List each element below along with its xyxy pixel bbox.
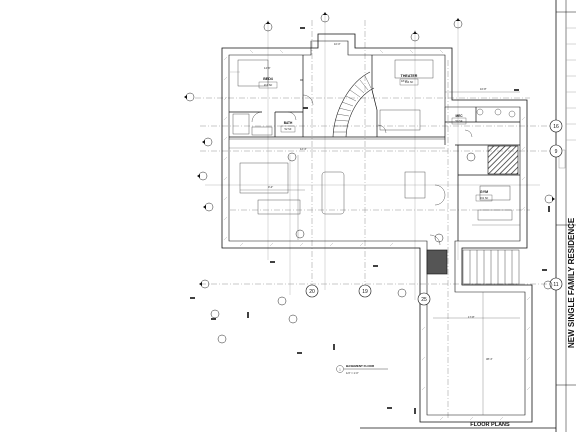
svg-text:9'-0": 9'-0" <box>268 185 273 189</box>
room-area: 331 SF <box>480 196 489 200</box>
grid-bubble-label: 25 <box>421 297 427 303</box>
titleblock-rev-boxes <box>566 27 576 141</box>
room-area: 52 SF <box>285 127 292 131</box>
grid-bubbles <box>305 119 563 306</box>
grid-bubble-label: 19 <box>362 289 368 295</box>
drawing-title: 1 BASEMENT FLOOR 1/4" = 1'-0" <box>336 364 388 375</box>
room-name: THEATER <box>401 74 418 78</box>
svg-text:14'-6": 14'-6" <box>264 66 271 70</box>
grid-bubble-19 <box>358 284 372 298</box>
title-block: NEW SINGLE FAMILY RESIDENCE FLOOR PLANS <box>470 217 576 428</box>
interior-walls <box>229 55 520 241</box>
room-name: GYM <box>480 190 488 194</box>
room-area: 217 SF <box>264 83 273 87</box>
exterior-walls <box>221 33 533 423</box>
svg-text:12'-4": 12'-4" <box>300 147 307 151</box>
svg-text:18'-0": 18'-0" <box>401 79 408 83</box>
dimensions <box>229 91 520 415</box>
svg-text:10'-0": 10'-0" <box>334 42 341 46</box>
grid-bubble-16 <box>549 119 563 133</box>
grid-bubble-9 <box>549 144 563 158</box>
project-name: NEW SINGLE FAMILY RESIDENCE <box>567 217 576 348</box>
room-area: 344 SF <box>405 80 414 84</box>
drawing-label: BASEMENT FLOOR <box>346 364 375 368</box>
tag-marks <box>190 27 550 414</box>
grid-bubble-label: 11 <box>553 282 558 288</box>
room-name: BED4 <box>263 77 273 81</box>
grid-bubble-label: 9 <box>555 149 558 155</box>
furniture <box>232 59 516 221</box>
straight-stair <box>462 249 520 285</box>
svg-text:16'-8": 16'-8" <box>480 87 487 91</box>
room-name: MEC <box>455 114 463 118</box>
storage-hatch <box>487 145 519 175</box>
room-name: BATH <box>284 121 293 125</box>
elevator-shaft <box>426 249 448 275</box>
room-area: 50 SF <box>456 119 463 123</box>
drawing-scale: 1/4" = 1'-0" <box>346 371 359 375</box>
room-labels: BED4 217 SF BATH 52 SF THEATER 344 SF ME… <box>258 74 493 202</box>
grid-bubble-20 <box>305 284 319 298</box>
svg-text:38'-4": 38'-4" <box>486 357 493 361</box>
svg-text:1: 1 <box>339 368 341 372</box>
curved-stair <box>332 71 375 138</box>
grid-bubble-25 <box>417 292 431 306</box>
grid-bubble-label: 20 <box>309 289 315 295</box>
doors <box>251 94 473 246</box>
grid-bubble-label: 16 <box>553 124 559 130</box>
grid-bubble-11 <box>549 277 563 291</box>
svg-text:17'-8": 17'-8" <box>468 315 475 319</box>
sheet-title: FLOOR PLANS <box>470 422 510 428</box>
